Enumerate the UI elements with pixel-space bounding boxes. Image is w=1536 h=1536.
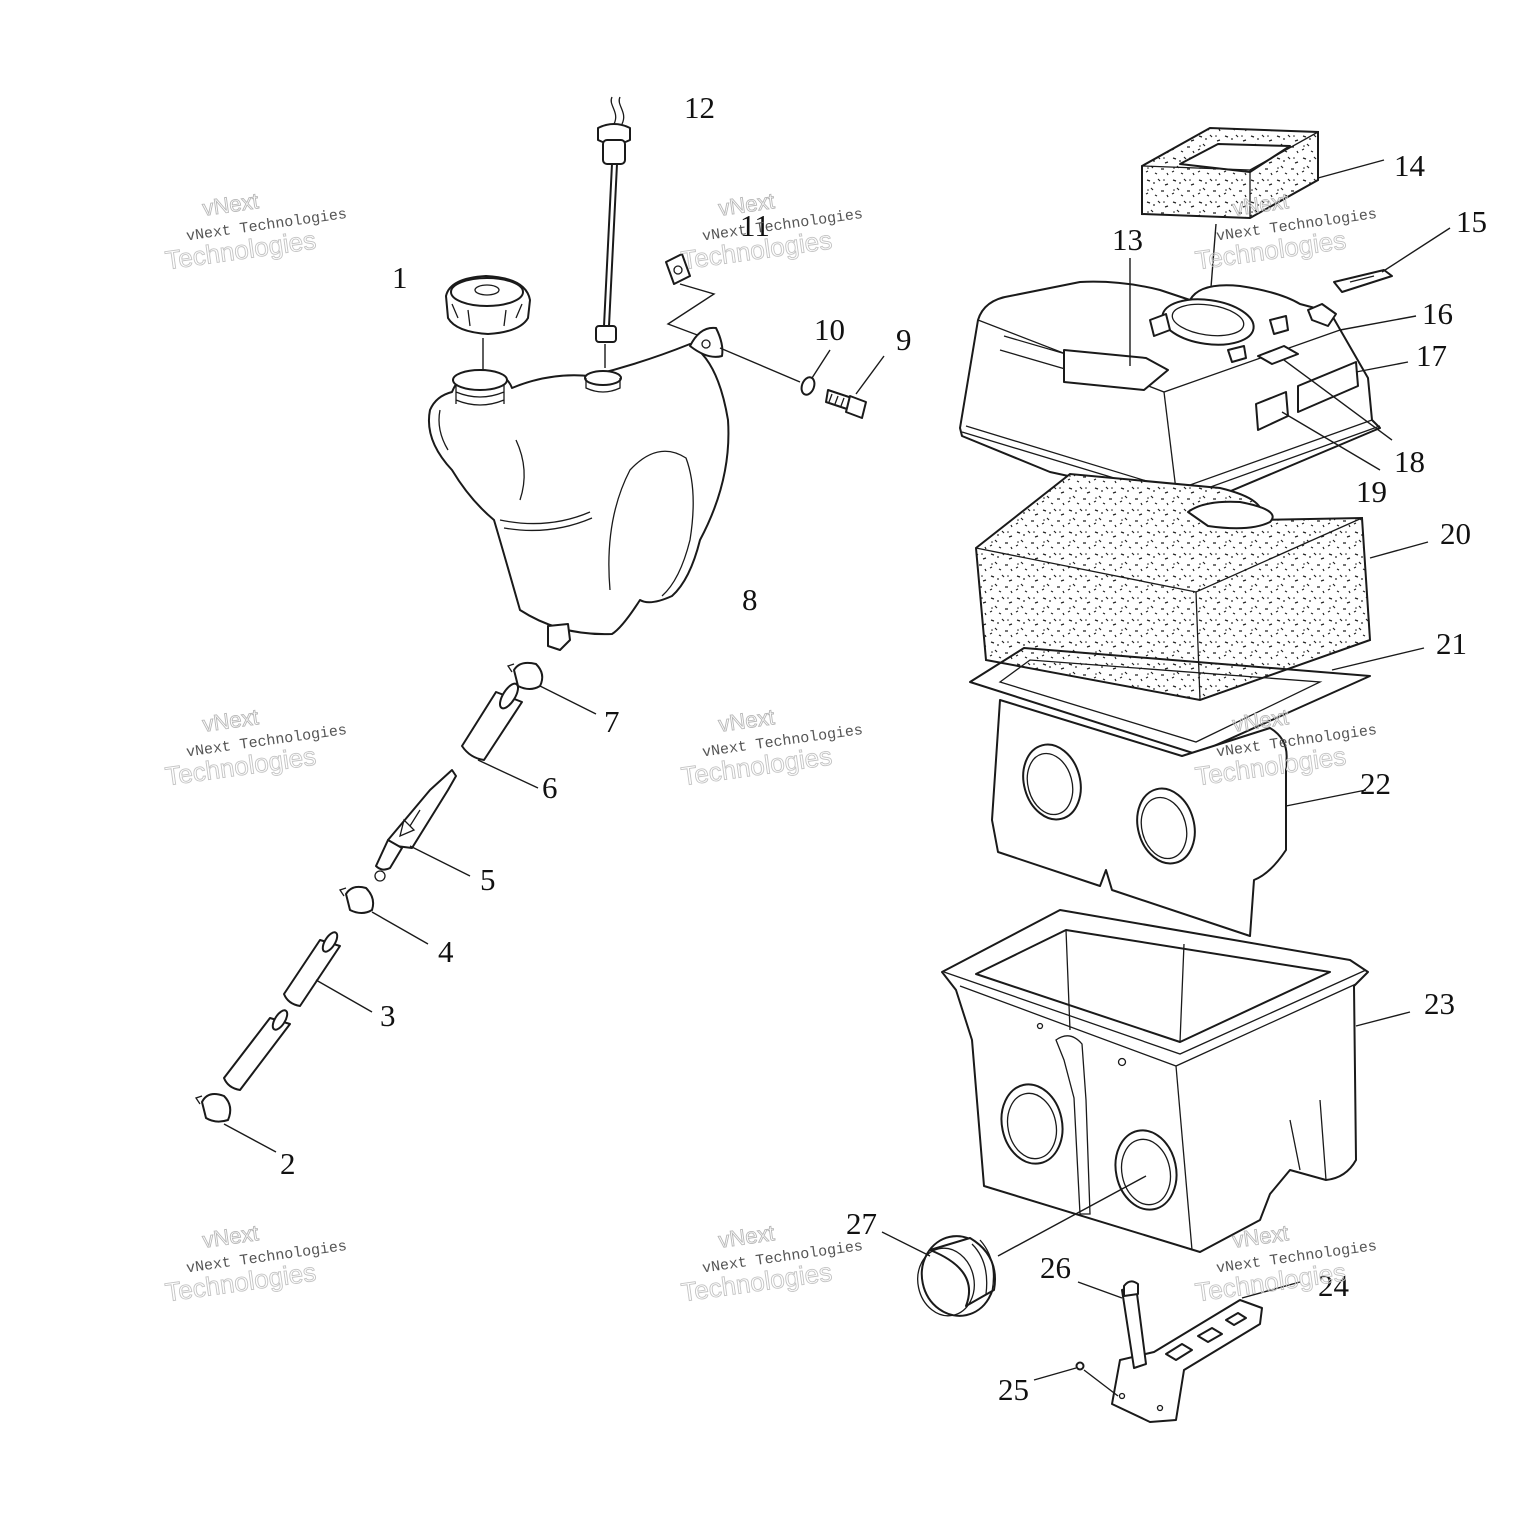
callout-12: 12 [684, 90, 715, 125]
callout-21: 21 [1436, 626, 1467, 661]
callout-25: 25 [998, 1372, 1029, 1407]
oil-level-sensor [595, 96, 631, 368]
callout-1: 1 [392, 260, 408, 295]
callout-4: 4 [438, 934, 454, 969]
watermark-logo: vNext [201, 188, 260, 221]
airbox-base [941, 909, 1411, 1253]
callout-7: 7 [604, 704, 620, 739]
callout-19: 19 [1356, 474, 1387, 509]
cover-label-13 [1063, 258, 1169, 391]
callout-2: 2 [280, 1146, 296, 1181]
watermark-mid-center: vNext vNext Technologies Technologies [679, 704, 864, 792]
intake-foam-seal [1141, 126, 1385, 301]
callout-26: 26 [1040, 1250, 1071, 1285]
hose-clamp-middle [338, 885, 429, 945]
airbox-cover [959, 280, 1417, 505]
watermark-bottom-left: vNext vNext Technologies Technologies [163, 1220, 348, 1308]
callout-8: 8 [742, 582, 758, 617]
watermark-mid-right: vNext vNext Technologies Technologies [1193, 704, 1378, 792]
callout-23: 23 [1424, 986, 1455, 1021]
watermark-top-left: vNext vNext Technologies Technologies [163, 188, 348, 276]
callout-16: 16 [1422, 296, 1453, 331]
filler-cap [445, 275, 531, 370]
callout-labels: 1 2 3 4 5 6 7 8 9 10 11 12 13 14 15 16 1… [280, 90, 1487, 1407]
retaining-strap [1333, 227, 1451, 293]
bolt [825, 355, 885, 419]
watermark-logo: vNext [717, 1220, 776, 1253]
bracket-arm [1077, 1280, 1147, 1369]
callout-15: 15 [1456, 204, 1487, 239]
watermark-bottom-center: vNext vNext Technologies Technologies [679, 1220, 864, 1308]
decal-18 [1257, 345, 1393, 441]
oil-hose-long [223, 931, 373, 1091]
oil-hose-short [461, 682, 539, 789]
decal-17 [1297, 361, 1409, 413]
inline-filter [374, 769, 471, 882]
decal-19 [1255, 391, 1381, 471]
watermark-logo: vNext [201, 704, 260, 737]
callout-22: 22 [1360, 766, 1391, 801]
watermark-logo: vNext [717, 704, 776, 737]
callout-3: 3 [380, 998, 396, 1033]
airbox-plate [991, 699, 1367, 937]
callout-13: 13 [1112, 222, 1143, 257]
clip-nut [665, 253, 716, 337]
watermark-logo: vNext [1231, 704, 1290, 737]
callout-6: 6 [542, 770, 558, 805]
callout-5: 5 [480, 862, 496, 897]
airbox-gasket [969, 647, 1425, 755]
intake-boot [881, 1175, 1147, 1317]
callout-9: 9 [896, 322, 912, 357]
watermark-mid-left: vNext vNext Technologies Technologies [163, 704, 348, 792]
hose-clamp-upper [506, 661, 597, 715]
callout-14: 14 [1394, 148, 1426, 183]
screw [1033, 1361, 1119, 1397]
oil-tank [428, 326, 730, 651]
watermark-logo: vNext [201, 1220, 260, 1253]
callout-27: 27 [846, 1206, 877, 1241]
mounting-bracket [1111, 1281, 1301, 1423]
callout-20: 20 [1440, 516, 1471, 551]
callout-10: 10 [814, 312, 845, 347]
foam-air-filter [974, 472, 1429, 702]
washer [719, 347, 831, 396]
callout-18: 18 [1394, 444, 1425, 479]
callout-11: 11 [740, 208, 770, 243]
watermark-top-center: vNext vNext Technologies Technologies [679, 188, 864, 276]
callout-24: 24 [1318, 1268, 1350, 1303]
hose-clamp-lower [194, 1093, 277, 1153]
callout-17: 17 [1416, 338, 1447, 373]
